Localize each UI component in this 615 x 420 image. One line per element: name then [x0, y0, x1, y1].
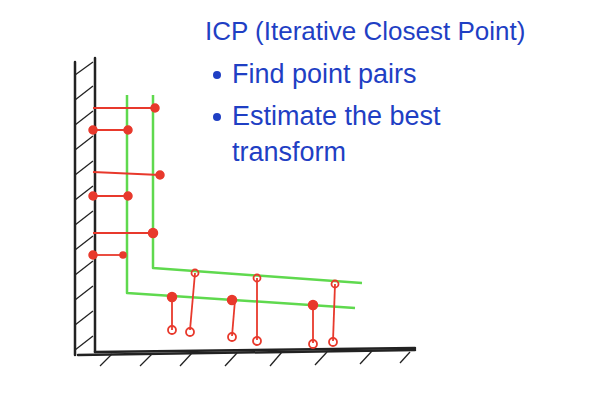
bullet-text: Estimate the best transform — [232, 98, 522, 171]
points — [89, 104, 318, 310]
bullet-dots — [213, 71, 221, 121]
hollow-points — [168, 270, 339, 349]
title-text: ICP (Iterative Closest Point) — [205, 14, 525, 49]
bullet-text: Find point pairs — [232, 56, 522, 92]
